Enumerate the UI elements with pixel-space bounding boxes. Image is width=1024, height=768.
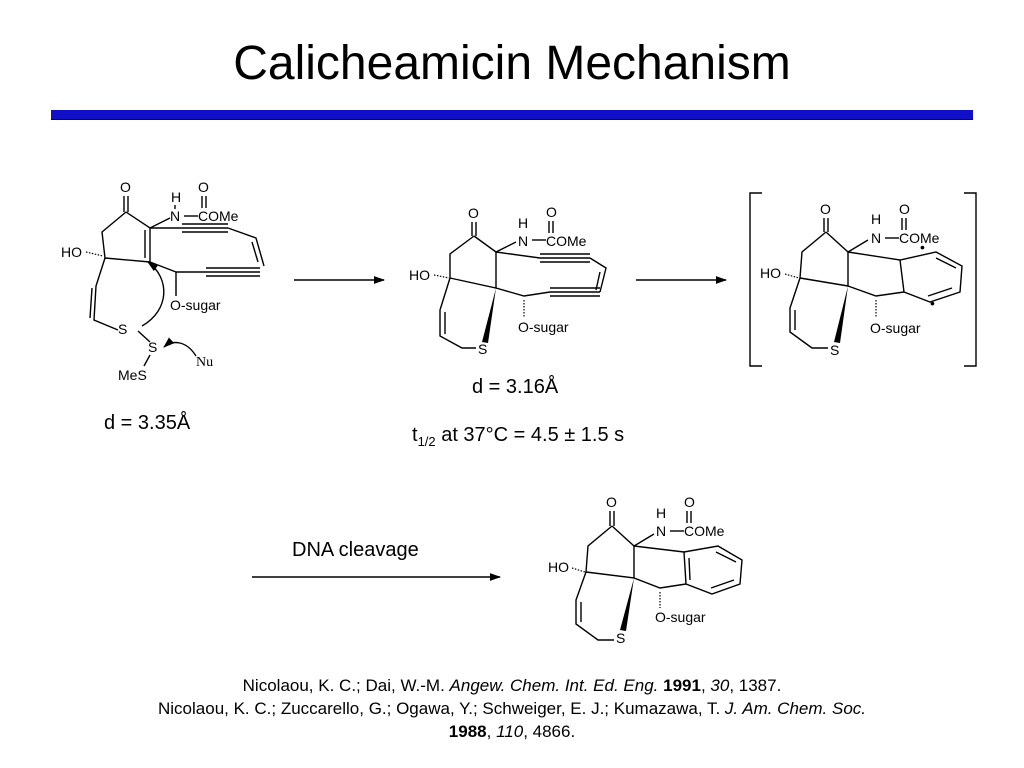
carbamate-oxygen-label: O [198, 179, 209, 195]
amide-n-label: N [170, 208, 180, 224]
references: Nicolaou, K. C.; Dai, W.-M. Angew. Chem.… [0, 674, 1024, 743]
left-bracket [749, 192, 762, 367]
come-label: COMe [684, 523, 725, 539]
distance-label-1: d = 3.35Å [104, 412, 191, 434]
o-sugar-label: O-sugar [170, 297, 221, 313]
amide-h-label: H [656, 505, 666, 521]
o-sugar-label: O-sugar [870, 320, 921, 336]
nucleophile-label: Nu [196, 355, 213, 370]
o-sugar-label: O-sugar [655, 609, 706, 625]
structure-benzenoid-diradical: O H N O COMe • HO • S O-sugar [749, 192, 977, 367]
amide-n-label: N [871, 230, 881, 246]
hydroxyl-label: HO [760, 265, 781, 281]
hydroxyl-label: HO [409, 267, 430, 283]
carbamate-oxygen-label: O [684, 494, 695, 510]
ketone-oxygen-label: O [820, 201, 831, 217]
hydroxyl-label: HO [548, 559, 569, 575]
ring-sulfur-label: S [616, 630, 625, 646]
structure-enediyne-intermediate: O H N O COMe HO S O-sugar [409, 204, 607, 357]
half-life-label: t1/2 at 37°C = 4.5 ± 1.5 s [412, 424, 625, 449]
reference-2: Nicolaou, K. C.; Zuccarello, G.; Ogawa, … [158, 699, 866, 741]
amide-n-label: N [518, 233, 528, 249]
ring-sulfur-label: S [830, 342, 839, 358]
mes-label: MeS [118, 367, 147, 383]
ketone-oxygen-label: O [606, 494, 617, 510]
carbamate-oxygen-label: O [899, 201, 910, 217]
radical-dot-2: • [930, 295, 935, 311]
right-bracket [964, 192, 977, 367]
come-label: COMe [546, 233, 587, 249]
ketone-oxygen-label: O [120, 179, 131, 195]
ketone-oxygen-label: O [468, 205, 479, 221]
amide-h-label: H [871, 211, 881, 227]
slide-title: Calicheamicin Mechanism [233, 37, 791, 90]
hydroxyl-label: HO [61, 244, 82, 260]
disulfide-sulfur-label: S [148, 339, 157, 355]
dna-cleavage-label: DNA cleavage [292, 539, 419, 561]
structure-aromatized-product: O H N O COMe HO S O-sugar [548, 494, 743, 646]
title-underline-bar [51, 110, 973, 120]
o-sugar-label: O-sugar [518, 319, 569, 335]
amide-n-label: N [656, 523, 666, 539]
amide-h-label: H [518, 215, 528, 231]
structure-calicheamicin-trisulfide: O H N O COMe HO O-sugar S S MeS Nu [61, 179, 265, 383]
come-label: COMe [899, 230, 940, 246]
distance-label-2: d = 3.16Å [472, 376, 559, 398]
carbamate-oxygen-label: O [546, 204, 557, 220]
come-label: COMe [198, 208, 239, 224]
radical-dot-1: • [920, 239, 925, 255]
ring-sulfur-label: S [118, 321, 127, 337]
ring-sulfur-label: S [478, 341, 487, 357]
amide-h-label: H [171, 189, 181, 205]
reference-1: Nicolaou, K. C.; Dai, W.-M. Angew. Chem.… [242, 676, 782, 695]
